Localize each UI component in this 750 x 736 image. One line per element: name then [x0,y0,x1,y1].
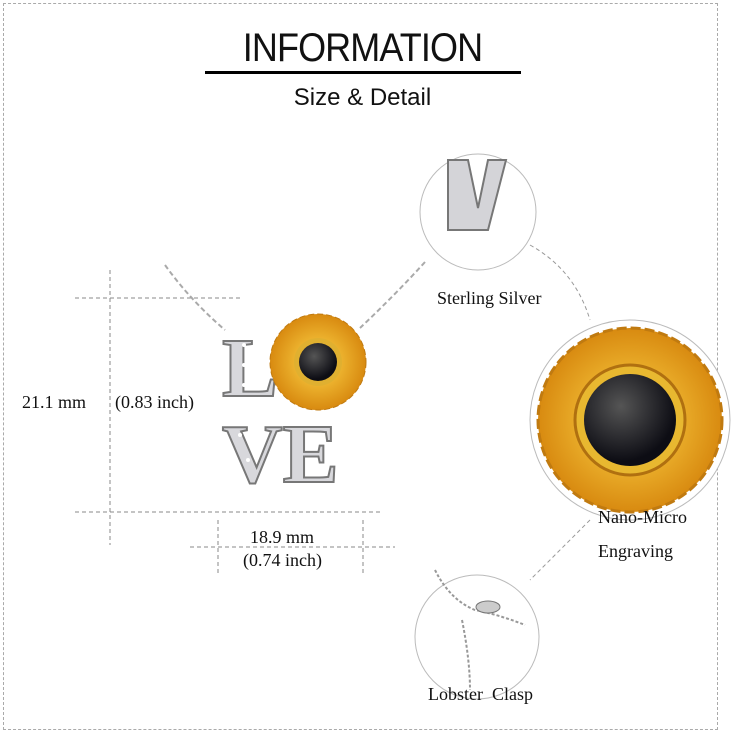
page-subtitle: Size & Detail [293,84,432,111]
sterling-silver-label: Sterling Silver [437,288,542,308]
detail-circle-silver [419,153,537,271]
detail-connectors [529,244,591,581]
nano-micro-label: Nano-Micro [598,507,687,527]
dimension-lines [75,270,395,575]
lobster-clasp-label: Lobster Clasp [428,684,533,704]
detail-circle-clasp [414,569,540,700]
title-underline [205,71,521,74]
detail-circle-engraving [529,319,731,521]
width-inch-label: (0.74 inch) [243,550,322,570]
engraving-label: Engraving [598,541,673,561]
chain [164,261,426,331]
page-title: INFORMATION [242,26,483,70]
width-mm-label: 18.9 mm [250,527,315,547]
sunflower-pendant [269,313,367,411]
height-inch-label: (0.83 inch) [115,392,194,412]
love-stones [238,343,342,487]
dashed-frame [3,3,718,730]
height-mm-label: 21.1 mm [22,392,87,412]
